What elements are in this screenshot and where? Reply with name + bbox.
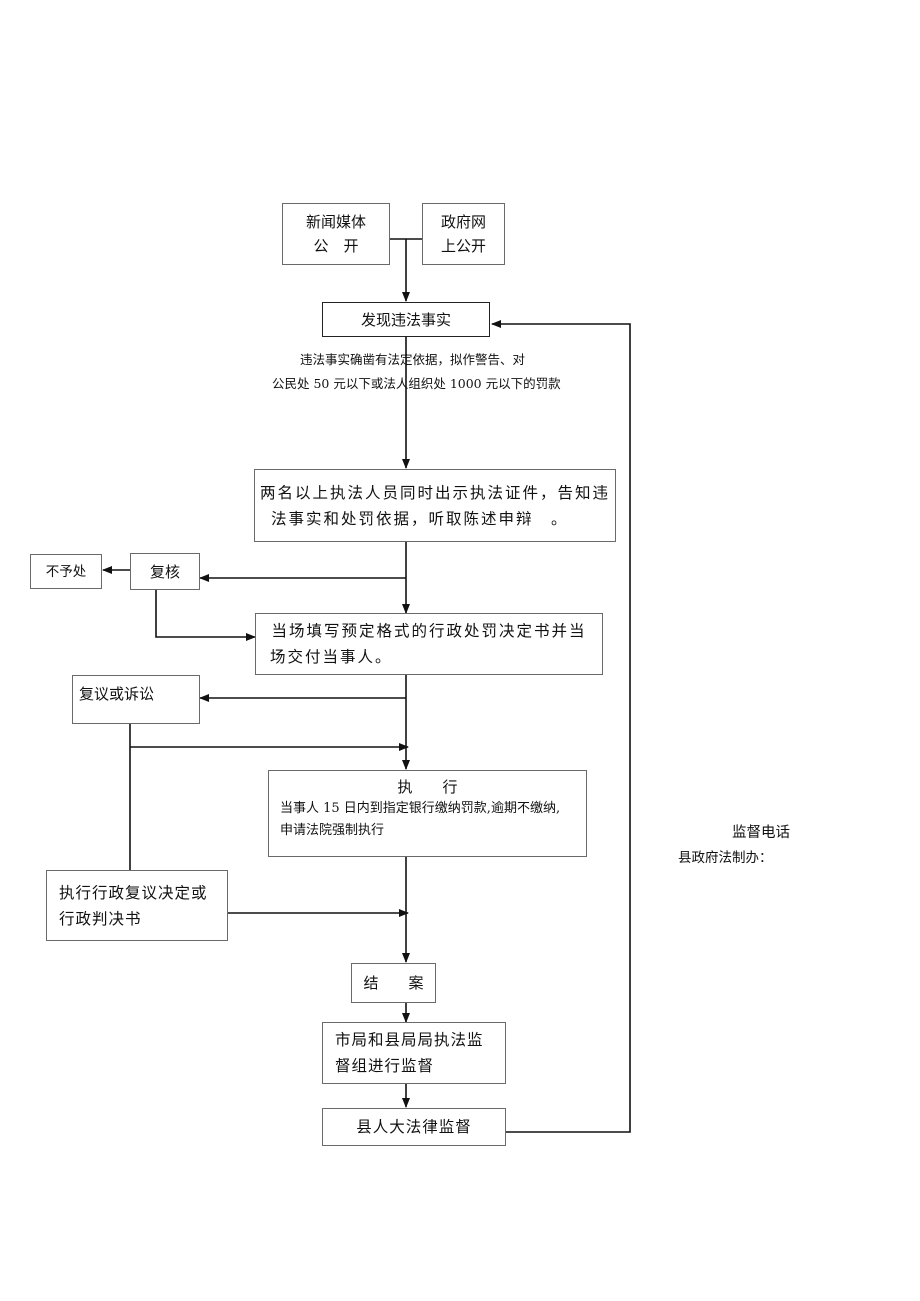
execute-title: 执 行 bbox=[397, 778, 458, 796]
city-county-supervision-box: 市局和县局局执法监 督组进行监督 bbox=[322, 1022, 506, 1084]
fill-decision-line2: 场交付当事人。 bbox=[270, 648, 393, 666]
arrow-review-to-fill-decision bbox=[155, 590, 256, 641]
discover-violation-label: 发现违法事实 bbox=[360, 310, 451, 329]
penalty-condition-line2: 公民处 50 元以下或法人组织处 1000 元以下的罚款 bbox=[272, 376, 561, 391]
news-media-box: 新闻媒体 公 开 bbox=[282, 203, 390, 265]
reconsider-litigation-box: 复议或诉讼 bbox=[72, 675, 200, 724]
gov-website-box: 政府网 上公开 bbox=[422, 203, 505, 265]
gov-website-line2: 上公开 bbox=[440, 237, 486, 255]
news-media-line2: 公 开 bbox=[313, 237, 359, 255]
city-county-line1: 市局和县局局执法监 bbox=[335, 1031, 484, 1049]
npc-supervision-label: 县人大法律监督 bbox=[356, 1118, 472, 1136]
county-legal-office-label: 县政府法制办： bbox=[678, 850, 773, 866]
npc-legal-supervision-box: 县人大法律监督 bbox=[322, 1108, 506, 1146]
news-media-line1: 新闻媒体 bbox=[305, 213, 366, 231]
discover-violation-box: 发现违法事实 bbox=[322, 302, 490, 337]
gov-website-line1: 政府网 bbox=[440, 213, 486, 231]
exec-reconsider-decision-box: 执行行政复议决定或 行政判决书 bbox=[46, 870, 228, 941]
supervision-hotline-title: 监督电话 bbox=[732, 825, 790, 841]
two-officers-box: 两名以上执法人员同时出示执法证件，告知违 法事实和处罚依据，听取陈述申辩 。 bbox=[254, 469, 616, 542]
feedback-loop-arrow bbox=[491, 320, 631, 1133]
exec-reconsider-line1: 执行行政复议决定或 bbox=[59, 883, 208, 902]
exec-reconsider-line2: 行政判决书 bbox=[59, 909, 142, 928]
penalty-condition-line1: 违法事实确凿有法定依据，拟作警告、对 bbox=[300, 352, 526, 367]
review-box: 复核 bbox=[130, 553, 200, 590]
execute-box: 执 行 当事人 15 日内到指定银行缴纳罚款,逾期不缴纳, 申请法院强制执行 bbox=[268, 770, 587, 857]
city-county-line2: 督组进行监督 bbox=[335, 1057, 435, 1075]
no-penalty-box: 不予处 bbox=[30, 554, 102, 589]
execute-line2: 申请法院强制执行 bbox=[280, 823, 385, 838]
reconsider-litigation-label: 复议或诉讼 bbox=[79, 685, 155, 703]
execute-line1: 当事人 15 日内到指定银行缴纳罚款,逾期不缴纳, bbox=[280, 801, 561, 816]
close-case-label: 结 案 bbox=[363, 974, 424, 992]
two-officers-line1: 两名以上执法人员同时出示执法证件，告知违 bbox=[259, 483, 610, 502]
fill-decision-box: 当场填写预定格式的行政处罚决定书并当 场交付当事人。 bbox=[255, 613, 603, 675]
two-officers-line2: 法事实和处罚依据，听取陈述申辩 。 bbox=[271, 509, 569, 528]
close-case-box: 结 案 bbox=[351, 963, 436, 1003]
review-label: 复核 bbox=[149, 562, 180, 581]
no-penalty-label: 不予处 bbox=[45, 563, 87, 580]
fill-decision-line1: 当场填写预定格式的行政处罚决定书并当 bbox=[271, 622, 587, 640]
